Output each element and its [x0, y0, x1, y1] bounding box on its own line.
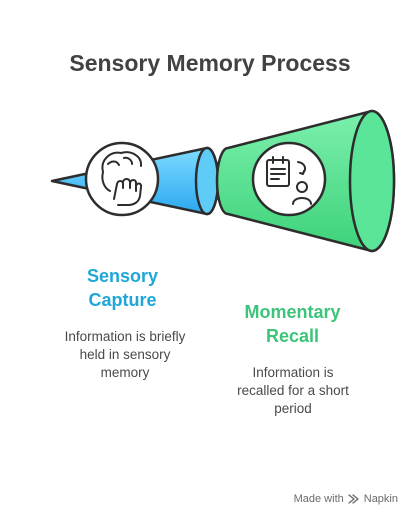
napkin-brand: Napkin	[363, 493, 398, 505]
sensory-capture-heading: Sensory Capture	[50, 264, 195, 312]
heading-line: Capture	[88, 290, 157, 310]
made-with-napkin-footer: Made with Napkin	[294, 493, 398, 505]
description-line: recalled for a short	[237, 383, 349, 398]
napkin-logo-icon	[348, 494, 359, 504]
momentary-recall-heading: Momentary Recall	[215, 300, 370, 348]
description-line: Information is briefly	[64, 329, 186, 344]
description-line: period	[274, 401, 312, 416]
made-with-label: Made with	[293, 493, 344, 505]
heading-line: Recall	[265, 326, 320, 346]
description-line: Information is	[252, 365, 334, 380]
description-line: held in sensory	[79, 347, 171, 362]
list-person-icon	[251, 141, 327, 217]
sensory-capture-description: Information is briefly held in sensory m…	[40, 328, 210, 382]
brain-hand-icon	[84, 141, 160, 217]
momentary-recall-description: Information is recalled for a short peri…	[213, 364, 373, 418]
heading-line: Momentary	[244, 302, 341, 322]
heading-line: Sensory	[86, 266, 159, 286]
description-line: memory	[100, 365, 150, 380]
diagram-title: Sensory Memory Process	[69, 50, 351, 76]
